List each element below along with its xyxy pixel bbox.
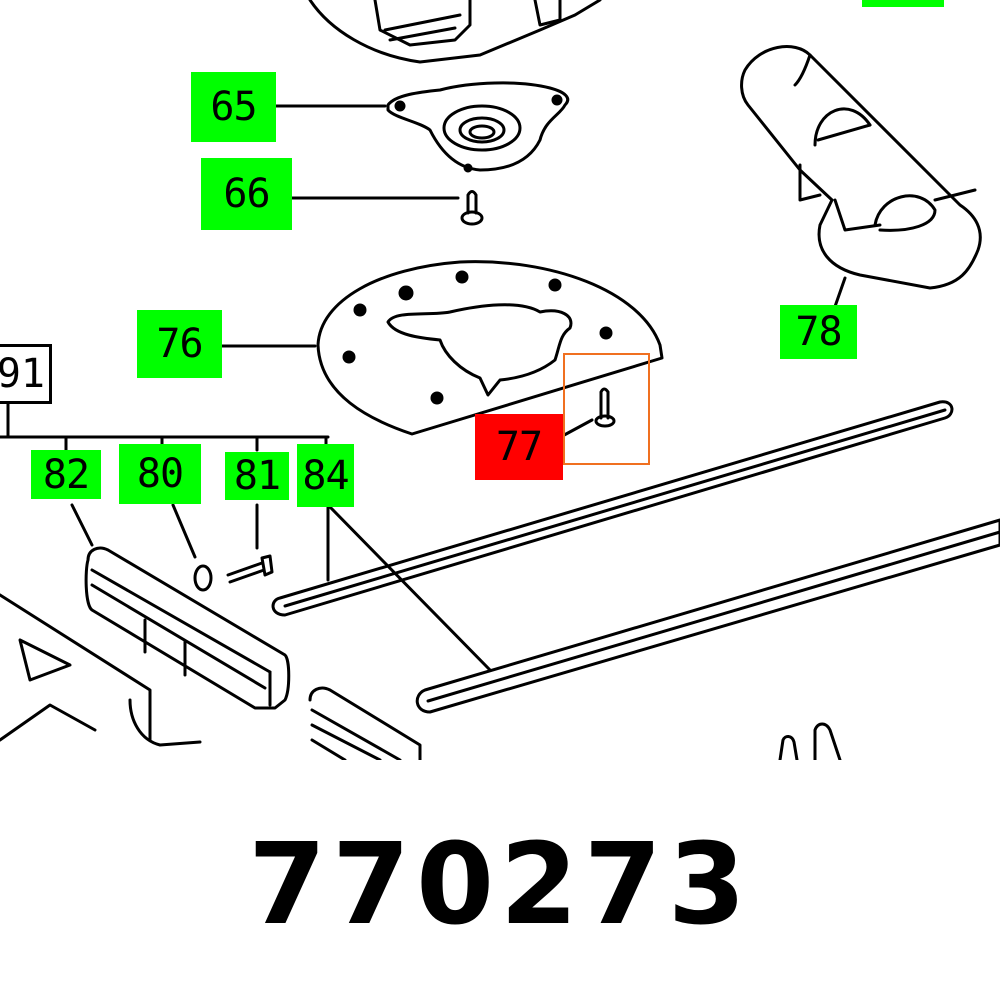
callout-label: 82 bbox=[42, 451, 90, 498]
callout-81[interactable]: 81 bbox=[225, 452, 289, 500]
selection-box-part-77 bbox=[563, 353, 650, 465]
callout-76[interactable]: 76 bbox=[137, 310, 222, 378]
callout-top-right-partial[interactable] bbox=[862, 0, 944, 7]
guide-rail-84-upper-drawing bbox=[271, 400, 954, 617]
leader-lines bbox=[0, 104, 847, 672]
callout-label: 77 bbox=[495, 424, 543, 470]
callout-label: 78 bbox=[795, 309, 842, 355]
screw-66-drawing bbox=[460, 190, 484, 226]
screw-partial-drawing bbox=[778, 722, 842, 760]
callout-80[interactable]: 80 bbox=[119, 444, 201, 504]
group-label-text: 91 bbox=[0, 351, 45, 397]
callout-78[interactable]: 78 bbox=[780, 305, 857, 359]
group-label-91[interactable]: 91 bbox=[0, 344, 52, 404]
callout-label: 65 bbox=[210, 84, 257, 130]
callout-84[interactable]: 84 bbox=[297, 444, 354, 507]
callout-82[interactable]: 82 bbox=[31, 450, 101, 499]
handle-78-drawing bbox=[740, 45, 982, 290]
nut-80-drawing bbox=[193, 564, 213, 592]
housing-part-drawing bbox=[308, 0, 602, 64]
parts-drawing bbox=[0, 0, 1000, 760]
base-plate-76-drawing bbox=[316, 260, 664, 436]
callout-66[interactable]: 66 bbox=[201, 158, 292, 230]
callout-label: 84 bbox=[302, 452, 349, 499]
screw-77-drawing bbox=[594, 387, 616, 428]
callout-label: 81 bbox=[233, 453, 281, 499]
screw-81-drawing bbox=[226, 554, 274, 584]
base-frame-drawing bbox=[0, 593, 422, 760]
rail-block-82-drawing bbox=[84, 546, 291, 710]
callout-label: 66 bbox=[223, 171, 270, 217]
guide-rail-84-lower-drawing bbox=[415, 518, 1000, 714]
flange-65-drawing bbox=[386, 81, 570, 173]
callout-label: 80 bbox=[136, 451, 184, 497]
part-number: 770273 bbox=[248, 820, 752, 950]
callout-77-selected[interactable]: 77 bbox=[475, 414, 563, 480]
callout-label: 76 bbox=[156, 321, 203, 367]
callout-65[interactable]: 65 bbox=[191, 72, 276, 142]
